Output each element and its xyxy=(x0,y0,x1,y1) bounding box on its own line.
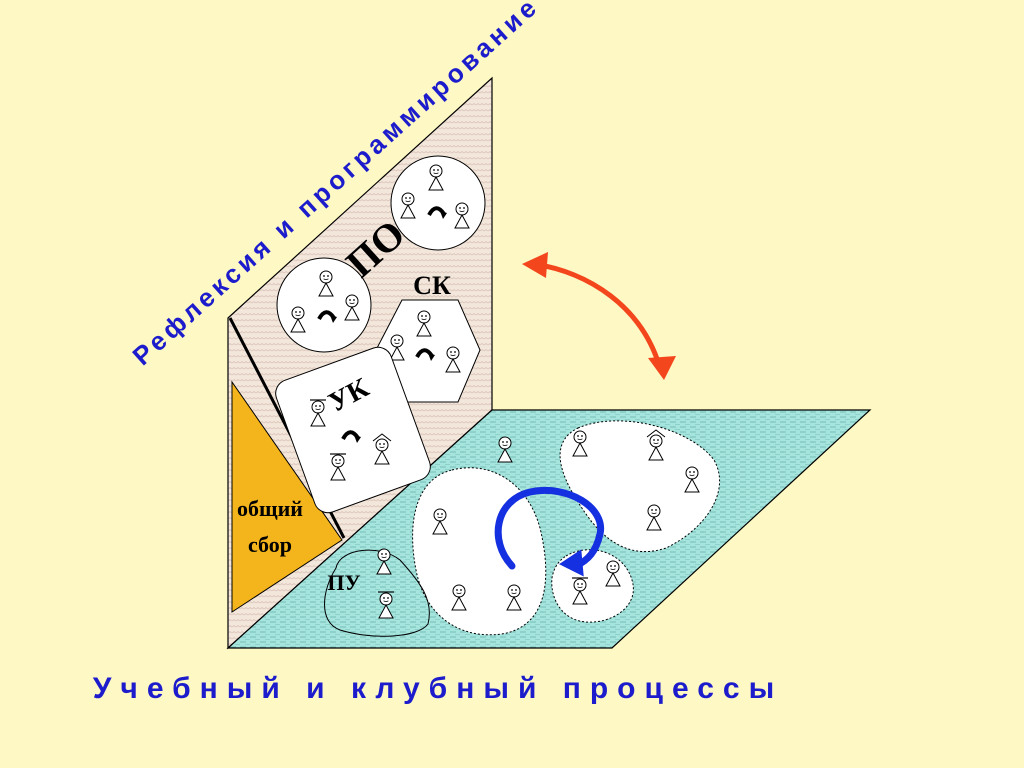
uk-box xyxy=(275,346,431,514)
double-arrow-head-right xyxy=(648,356,676,380)
cycle-arrow xyxy=(494,487,605,570)
sk-label: СК xyxy=(413,271,451,300)
common-gathering-triangle xyxy=(231,380,343,613)
pu-label: ПУ xyxy=(327,570,360,595)
common-gathering-label-2: сбор xyxy=(248,532,292,557)
common-gathering-label-1: общий xyxy=(237,496,303,521)
double-arrow xyxy=(533,261,663,369)
pu-group-outline xyxy=(324,549,430,637)
double-arrow-head-left xyxy=(522,252,548,278)
cycle-arrow-head xyxy=(559,549,584,577)
horizontal-plane-title: Учебный и клубный процессы xyxy=(93,672,783,705)
